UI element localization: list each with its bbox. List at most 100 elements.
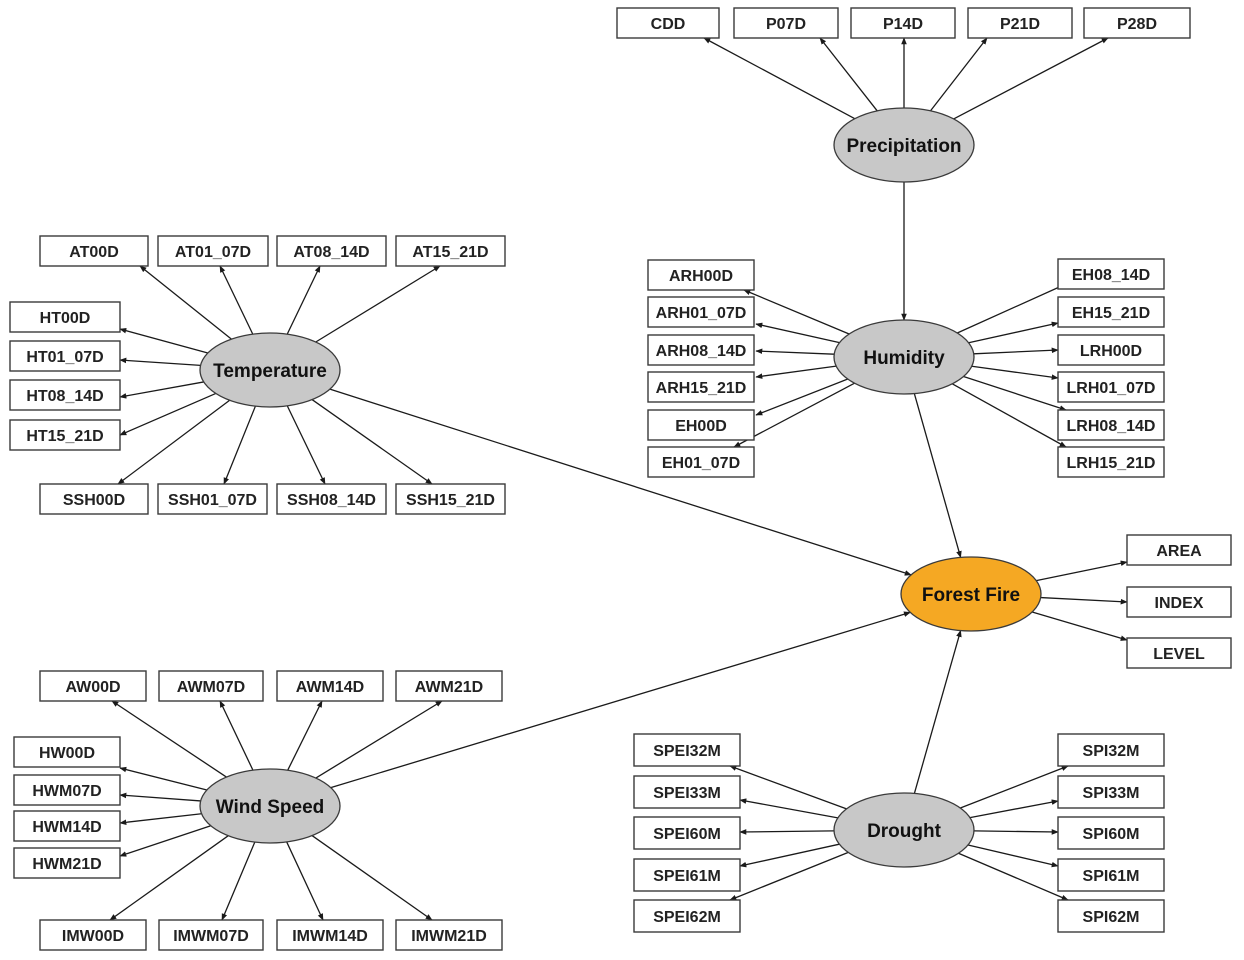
indicator-box: [616, 7, 720, 39]
construct-label: Wind Speed: [216, 797, 325, 818]
path-arrow-temperature-to-forest_fire: [329, 388, 912, 576]
construct-label: Humidity: [863, 348, 945, 369]
loading-arrow-wind_speed-12: [311, 835, 433, 921]
indicator-box: [276, 919, 384, 951]
indicator-label: SPEI33M: [653, 785, 721, 802]
indicator-box: [13, 774, 121, 806]
indicator-humidity-11: LRH08_14D: [1057, 409, 1165, 441]
indicator-label: SSH15_21D: [406, 492, 495, 509]
indicator-label: LRH01_07D: [1067, 380, 1156, 397]
indicator-label: ARH00D: [669, 268, 733, 285]
indicator-precipitation-3: P14D: [850, 7, 956, 39]
loading-arrow-wind_speed-6: [119, 792, 201, 802]
loading-arrow-forest_fire-3: [1031, 611, 1128, 641]
indicator-wind_speed-3: AWM14D: [276, 670, 384, 702]
indicator-forest_fire-3: LEVEL: [1126, 637, 1232, 669]
indicator-label: SPEI32M: [653, 743, 721, 760]
indicator-wind_speed-5: HW00D: [13, 736, 121, 768]
construct-label: Temperature: [213, 361, 327, 382]
indicator-box: [39, 670, 147, 702]
construct-humidity: Humidity: [833, 319, 975, 395]
loading-arrow-precipitation-1: [703, 37, 856, 120]
construct-temperature: Temperature: [199, 332, 341, 408]
indicator-drought-4: SPEI61M: [633, 858, 741, 892]
loading-arrow-humidity-8: [968, 321, 1059, 344]
indicator-humidity-4: ARH15_21D: [647, 371, 755, 403]
indicator-box: [1126, 534, 1232, 566]
indicator-label: ARH01_07D: [656, 305, 747, 322]
indicator-label: AT08_14D: [293, 244, 369, 261]
loading-arrow-humidity-9: [973, 347, 1059, 355]
loading-arrow-temperature-11: [286, 405, 326, 485]
path-arrow-wind_speed-to-forest_fire: [330, 611, 911, 789]
indicator-box: [395, 670, 503, 702]
indicator-box: [647, 259, 755, 291]
indicator-forest_fire-1: AREA: [1126, 534, 1232, 566]
loading-arrow-wind_speed-11: [286, 841, 324, 921]
loading-arrow-drought-8: [973, 829, 1059, 835]
indicator-forest_fire-2: INDEX: [1126, 586, 1232, 618]
indicator-precipitation-4: P21D: [967, 7, 1073, 39]
loading-arrow-drought-2: [739, 798, 838, 819]
indicator-box: [395, 483, 506, 515]
indicator-box: [157, 235, 269, 267]
indicator-box: [1057, 371, 1165, 403]
loading-arrow-drought-9: [967, 844, 1059, 868]
indicator-box: [1083, 7, 1191, 39]
indicator-label: LRH15_21D: [1067, 455, 1156, 472]
loading-arrow-wind_speed-7: [119, 813, 202, 826]
indicator-humidity-10: LRH01_07D: [1057, 371, 1165, 403]
indicator-label: AT00D: [69, 244, 119, 261]
indicator-box: [9, 379, 121, 411]
indicator-box: [633, 816, 741, 850]
indicator-box: [13, 847, 121, 879]
indicator-wind_speed-7: HWM14D: [13, 810, 121, 842]
loading-arrow-wind_speed-5: [119, 766, 208, 791]
indicator-box: [1126, 586, 1232, 618]
loading-arrow-wind_speed-8: [119, 825, 211, 857]
indicator-box: [647, 409, 755, 441]
indicator-drought-1: SPEI32M: [633, 733, 741, 767]
construct-label: Precipitation: [846, 136, 961, 157]
construct-precipitation: Precipitation: [833, 107, 975, 183]
loading-arrow-humidity-4: [755, 365, 837, 379]
indicator-temperature-8: HT15_21D: [9, 419, 121, 451]
indicator-temperature-7: HT08_14D: [9, 379, 121, 411]
indicator-label: HWM21D: [32, 856, 101, 873]
indicator-box: [13, 736, 121, 768]
indicator-drought-3: SPEI60M: [633, 816, 741, 850]
construct-ellipse: [900, 556, 1042, 632]
construct-ellipse: [199, 768, 341, 844]
construct-forest-fire: Forest Fire: [900, 556, 1042, 632]
indicator-humidity-9: LRH00D: [1057, 334, 1165, 366]
indicator-box: [395, 919, 503, 951]
loading-arrow-humidity-2: [755, 322, 840, 344]
construct-ellipse: [199, 332, 341, 408]
loading-arrow-wind_speed-4: [315, 700, 443, 779]
indicator-label: SPI62M: [1083, 909, 1140, 926]
indicator-box: [1057, 296, 1165, 328]
indicator-precipitation-5: P28D: [1083, 7, 1191, 39]
indicator-box: [9, 419, 121, 451]
loading-arrow-precipitation-5: [953, 37, 1109, 120]
indicator-wind_speed-9: IMW00D: [39, 919, 147, 951]
indicator-wind_speed-11: IMWM14D: [276, 919, 384, 951]
loading-arrow-humidity-5: [755, 378, 849, 416]
indicator-box: [39, 483, 149, 515]
loading-arrow-temperature-7: [119, 381, 204, 399]
indicator-label: HT08_14D: [26, 388, 103, 405]
indicator-wind_speed-10: IMWM07D: [158, 919, 264, 951]
indicator-box: [1057, 409, 1165, 441]
indicator-box: [647, 334, 755, 366]
indicator-label: IMWM21D: [411, 928, 487, 945]
indicator-box: [733, 7, 839, 39]
indicator-temperature-9: SSH00D: [39, 483, 149, 515]
indicator-label: SPI32M: [1083, 743, 1140, 760]
loading-arrow-temperature-8: [119, 392, 217, 436]
loading-arrow-forest_fire-2: [1040, 596, 1128, 605]
indicator-label: HT00D: [40, 310, 91, 327]
indicator-box: [157, 483, 268, 515]
indicator-box: [1126, 637, 1232, 669]
indicator-wind_speed-6: HWM07D: [13, 774, 121, 806]
